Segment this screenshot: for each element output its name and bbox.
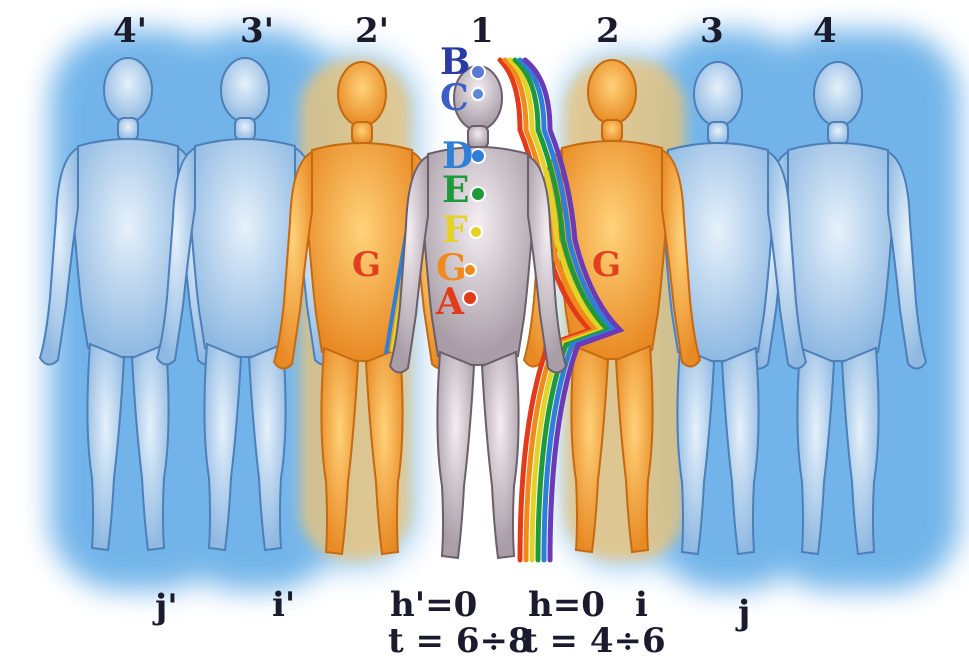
label-j-prime: j' [155, 590, 178, 624]
figure-label-1: 1 [470, 14, 494, 48]
label-h: h=0 [528, 588, 605, 622]
figure-label-3-prime: 3' [240, 14, 274, 48]
chakra-dot-a [463, 291, 477, 305]
chakra-letter-e: E [442, 172, 469, 208]
label-j: j [738, 596, 750, 630]
body-letter-right: G [592, 248, 621, 282]
label-t-right: t = 4÷6 [522, 624, 666, 658]
figure-label-2: 2 [596, 14, 620, 48]
chakra-dot-e [471, 187, 485, 201]
chakra-dot-b [471, 65, 485, 79]
body-letter-left: G [352, 248, 381, 282]
chakra-letter-f: F [442, 212, 468, 248]
figure-label-4-prime: 4' [113, 14, 147, 48]
figure-label-4: 4 [813, 14, 837, 48]
label-i: i [635, 588, 648, 622]
chakra-dot-f [470, 226, 482, 238]
label-i-prime: i' [272, 588, 295, 622]
figure-label-2-prime: 2' [355, 14, 389, 48]
label-h-prime: h'=0 [390, 588, 477, 622]
chakra-letter-b: B [440, 44, 470, 80]
figure-label-3: 3 [700, 14, 724, 48]
label-t-left: t = 6÷8 [388, 624, 532, 658]
chakra-letter-c: C [440, 80, 469, 116]
chakra-dot-c [472, 88, 484, 100]
chakra-letter-a: A [436, 284, 464, 320]
